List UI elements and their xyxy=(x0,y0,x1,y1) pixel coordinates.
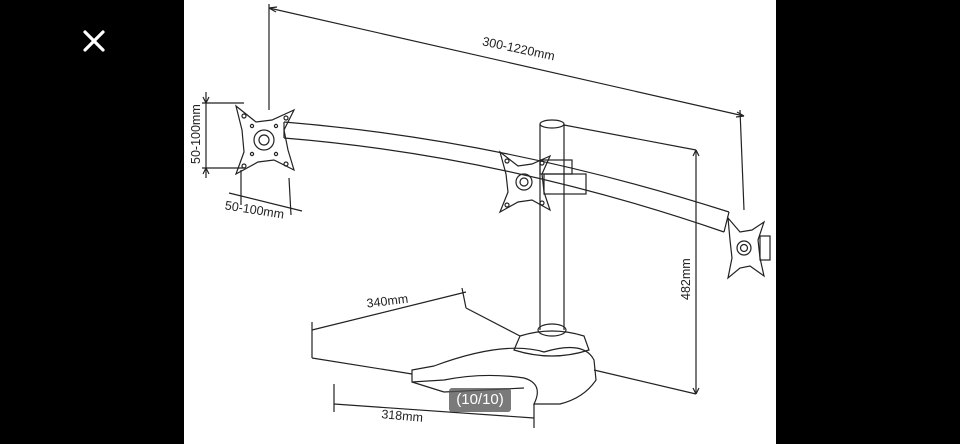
vesa-vertical-dimension xyxy=(202,92,244,178)
base-width-label: 318mm xyxy=(381,407,424,425)
height-dimension xyxy=(563,124,700,395)
monitor-stand-drawing: 300-1220mm 50-100mm 50-100mm 482mm 340mm… xyxy=(189,4,771,428)
base-depth-label: 340mm xyxy=(366,292,409,311)
base-width-dimension xyxy=(333,384,535,428)
right-vesa-plate xyxy=(727,216,771,280)
vesa-horizontal-dimension xyxy=(228,170,303,216)
vesa-vertical-label: 50-100mm xyxy=(189,104,203,164)
pole-height-label: 482mm xyxy=(679,258,693,300)
center-vesa-plate xyxy=(498,150,552,214)
vesa-horizontal-label: 50-100mm xyxy=(224,198,285,221)
pole xyxy=(537,119,587,337)
left-vesa-plate xyxy=(234,104,296,176)
image-counter: (10/10) xyxy=(449,388,511,412)
base-depth-dimension xyxy=(311,287,521,375)
close-icon xyxy=(83,30,105,52)
product-image: 300-1220mm 50-100mm 50-100mm 482mm 340mm… xyxy=(184,0,776,444)
close-button[interactable] xyxy=(80,27,108,55)
width-dimension-line xyxy=(268,4,745,211)
